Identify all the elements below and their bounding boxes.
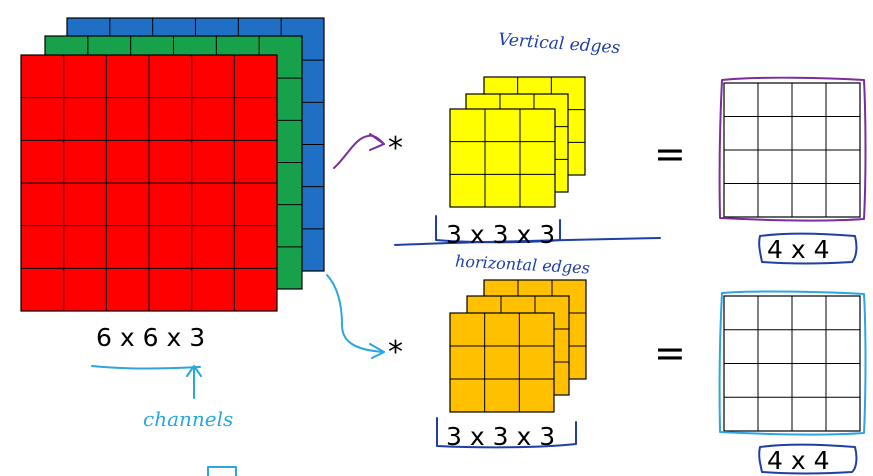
arrow-to-filter-1-head (369, 133, 385, 151)
output-2-dimension-label: 4 x 4 (767, 446, 830, 475)
filter-2-label-bracket (436, 417, 577, 449)
input-label-underline (91, 365, 201, 370)
input-channel-red (20, 54, 278, 312)
output-2-label-bracket (758, 443, 858, 475)
convolution-operator-top: * (388, 131, 403, 166)
output-1-label-bracket (758, 232, 858, 265)
output-2-highlight (718, 290, 867, 436)
input-dimension-label: 6 x 6 x 3 (96, 323, 206, 352)
arrow-to-filter-2 (326, 274, 385, 353)
arrow-to-filter-2-head (369, 343, 385, 359)
filter-1-layer-front (449, 108, 556, 208)
arrow-to-filter-1 (333, 134, 385, 169)
filter-2-layer-front (449, 312, 555, 413)
equals-operator-bottom: = (654, 331, 686, 375)
bottom-mark (207, 466, 237, 476)
output-1-highlight (718, 76, 867, 222)
output-1-dimension-label: 4 x 4 (767, 235, 830, 264)
separator-line (394, 237, 661, 246)
channels-annotation: channels (143, 407, 234, 431)
convolution-operator-bottom: * (388, 335, 403, 370)
output-1-grid (723, 82, 861, 218)
output-2-grid (723, 295, 861, 432)
filter-1-dimension-label: 3 x 3 x 3 (446, 220, 556, 249)
equals-operator-top: = (654, 132, 686, 176)
filter-2-dimension-label: 3 x 3 x 3 (446, 422, 556, 451)
channels-arrow-head (186, 365, 202, 377)
